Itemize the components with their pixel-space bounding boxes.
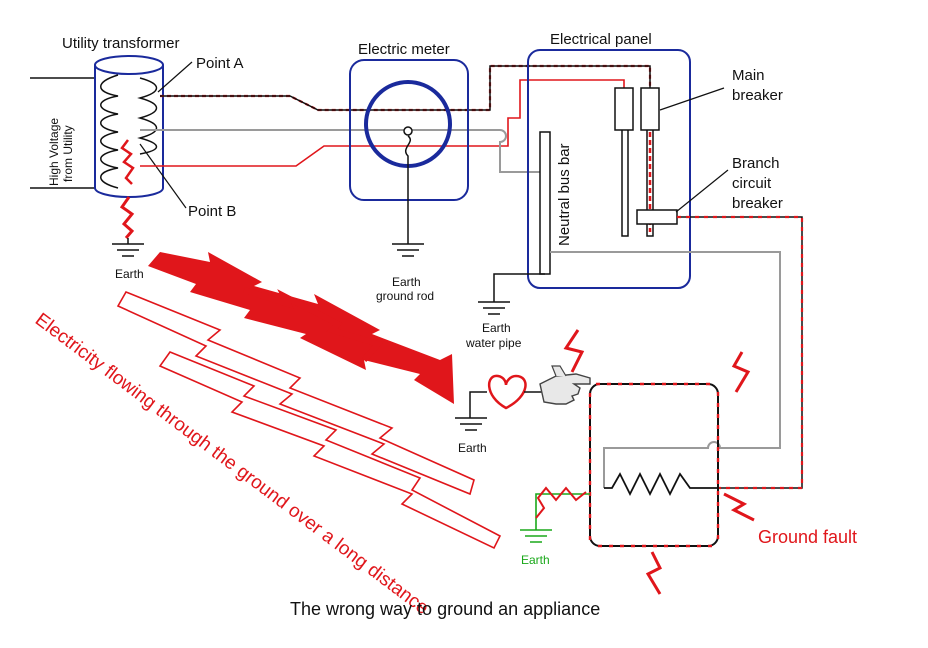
heart-icon xyxy=(488,374,527,410)
meter-center-terminal xyxy=(403,126,413,136)
lightning-small-person xyxy=(563,329,585,373)
earth-ground-rod-label-2: ground rod xyxy=(376,289,434,303)
ground-fault-label: Ground fault xyxy=(758,527,857,547)
point-b-label: Point B xyxy=(188,203,236,220)
high-voltage-label-2: from Utility xyxy=(61,125,75,182)
neutral-line xyxy=(140,129,540,173)
lightning-small-fault xyxy=(723,492,755,522)
electric-meter-label: Electric meter xyxy=(358,41,450,58)
heating-element xyxy=(604,471,718,497)
transformer-ground-symbol xyxy=(112,196,144,257)
bus-bar-left xyxy=(621,130,629,237)
main-breaker-label-2: breaker xyxy=(732,87,783,104)
branch-neutral-wire xyxy=(550,251,781,488)
high-voltage-label-1: High Voltage xyxy=(47,118,61,186)
earth-water-pipe-label-1: Earth xyxy=(482,321,511,335)
lightning-bolt-large xyxy=(148,252,454,404)
earth-label-transformer: Earth xyxy=(115,267,144,281)
water-pipe-ground-wire xyxy=(478,273,545,315)
hand-icon xyxy=(539,365,591,405)
point-a-label: Point A xyxy=(196,55,244,72)
branch-breaker-label-3: breaker xyxy=(732,195,783,212)
branch-breaker-leader xyxy=(675,169,729,213)
neutral-bus-bar xyxy=(539,131,551,275)
caption: The wrong way to ground an appliance xyxy=(290,599,600,619)
branch-circuit-breaker xyxy=(636,209,678,225)
hot-line-zigzag xyxy=(160,64,652,112)
neutral-bus-bar-label: Neutral bus bar xyxy=(556,143,573,246)
bus-bar-right xyxy=(646,130,654,237)
person-ground-wire xyxy=(455,391,487,431)
electric-meter-dial xyxy=(364,80,452,168)
earth-ground-rod-label-1: Earth xyxy=(392,275,421,289)
branch-breaker-label-1: Branch xyxy=(732,155,780,172)
lightning-small-appliance-top xyxy=(731,351,751,393)
main-breaker-left xyxy=(614,87,634,131)
appliance-ground-zigzag xyxy=(535,486,587,519)
utility-transformer-label: Utility transformer xyxy=(62,35,180,52)
main-breaker-label-1: Main xyxy=(732,67,765,84)
earth-label-person: Earth xyxy=(458,441,487,455)
main-breaker-right xyxy=(640,87,660,131)
branch-breaker-label-2: circuit xyxy=(732,175,772,192)
hot-line-core xyxy=(160,65,651,111)
lightning-outline-2 xyxy=(158,351,502,550)
appliance-green-ground-wire xyxy=(520,493,590,543)
electrical-panel-box xyxy=(527,49,691,289)
branch-hot-wire xyxy=(677,216,803,489)
lightning-outline-1 xyxy=(116,290,475,496)
main-breaker-leader xyxy=(659,87,725,111)
meter-ground-lead xyxy=(392,135,424,257)
electrical-panel-label: Electrical panel xyxy=(550,31,652,48)
lightning-small-bottom xyxy=(645,551,663,595)
lightning-bolt-medium xyxy=(243,287,384,362)
electric-meter-box xyxy=(349,59,469,201)
second-hot-line xyxy=(140,79,625,167)
earth-water-pipe-label-2: water pipe xyxy=(465,336,522,350)
earth-label-appliance: Earth xyxy=(521,553,550,567)
appliance-chassis xyxy=(589,383,719,547)
appliance-chassis-zigzag xyxy=(588,382,720,548)
